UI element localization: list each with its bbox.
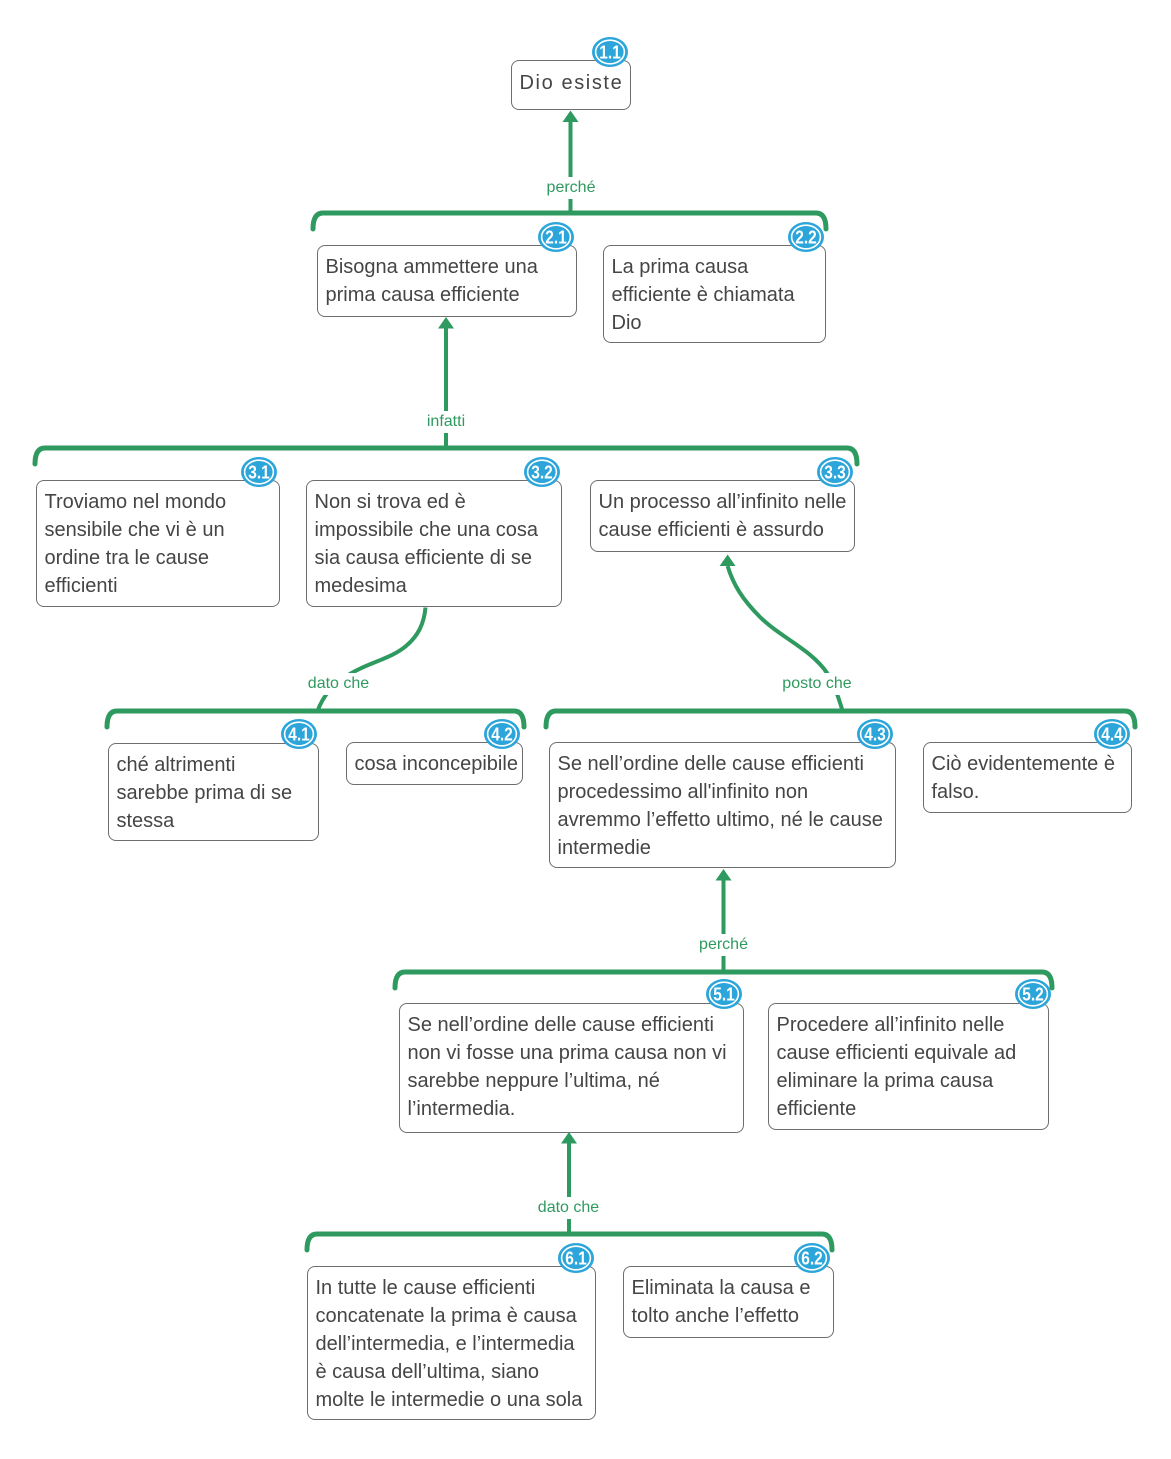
svg-text:5.1: 5.1 [713, 984, 735, 1004]
svg-text:4.1: 4.1 [288, 724, 310, 744]
svg-text:5.2: 5.2 [1022, 984, 1044, 1004]
